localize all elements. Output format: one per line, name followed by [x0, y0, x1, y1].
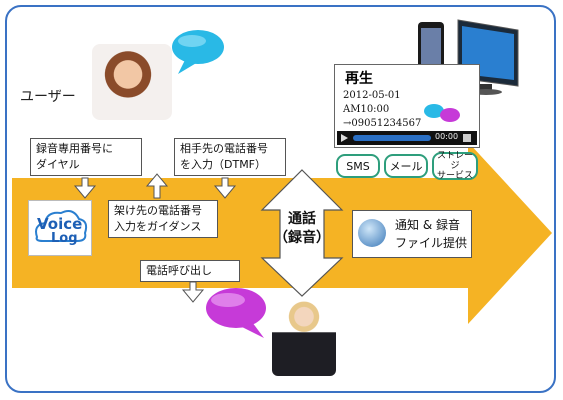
step-notify: 通知 & 録音 ファイル提供: [352, 210, 472, 258]
step-guidance: 架け先の電話番号 入力をガイダンス: [108, 200, 218, 238]
speech-bubble-magenta: [206, 288, 266, 338]
call-label: 通話 （録音）: [266, 210, 338, 248]
volume-icon[interactable]: [463, 134, 471, 142]
step-dtmf-line2: を入力（DTMF）: [180, 158, 267, 171]
step-notify-line2: ファイル提供: [395, 236, 468, 250]
step-guidance-line1: 架け先の電話番号: [114, 204, 202, 217]
step-dial-line2: ダイヤル: [36, 158, 80, 171]
call-label-line2: （録音）: [274, 230, 330, 246]
user-label: ユーザー: [20, 89, 76, 105]
call-double-arrow: [260, 169, 344, 297]
player-controls: 00:00: [337, 131, 477, 145]
connector-arrows: [73, 173, 237, 303]
mini-bubble-cyan: [424, 104, 444, 118]
step-dtmf-line1: 相手先の電話番号: [180, 142, 268, 155]
arrow-up-guidance: [145, 173, 169, 199]
step-guidance-line2: 入力をガイダンス: [114, 220, 202, 233]
player-timer: 00:00: [435, 132, 459, 141]
player-title: 再生: [345, 71, 373, 87]
progress-bar[interactable]: [353, 135, 431, 141]
arrow-down-dtmf: [213, 177, 237, 199]
logo-top-text: Voice: [37, 215, 83, 233]
player-number: →09051234567: [343, 118, 422, 129]
voicelog-logo: Voice Log: [28, 200, 92, 256]
cloud-icon: [35, 210, 88, 242]
step-dtmf: 相手先の電話番号 を入力（DTMF）: [174, 138, 286, 176]
logo-bottom-text: Log: [51, 231, 78, 246]
speech-bubble-cyan: [172, 30, 224, 74]
channel-mail: メール: [384, 154, 428, 178]
step-notify-line1: 通知 & 録音: [395, 218, 460, 232]
channel-sms: SMS: [336, 154, 380, 178]
player-date: 2012-05-01: [343, 90, 401, 101]
user-photo: [92, 44, 172, 120]
step-dial-line1: 録音専用番号に: [36, 142, 113, 155]
call-label-line1: 通話: [288, 211, 316, 227]
arrow-down-dial: [73, 177, 97, 199]
mini-bubble-magenta: [440, 108, 460, 122]
player-time: AM10:00: [343, 104, 390, 115]
player-card: 再生 2012-05-01 AM10:00 →09051234567 00:00: [334, 64, 480, 148]
arrow-down-callout: [181, 281, 205, 303]
play-icon[interactable]: [341, 134, 348, 142]
step-dial: 録音専用番号に ダイヤル: [30, 138, 142, 176]
operator-photo: [272, 300, 336, 376]
speaker-icon: [358, 219, 386, 247]
channel-storage: ストレージ サービス: [432, 151, 478, 181]
step-call-out: 電話呼び出し: [140, 260, 240, 282]
